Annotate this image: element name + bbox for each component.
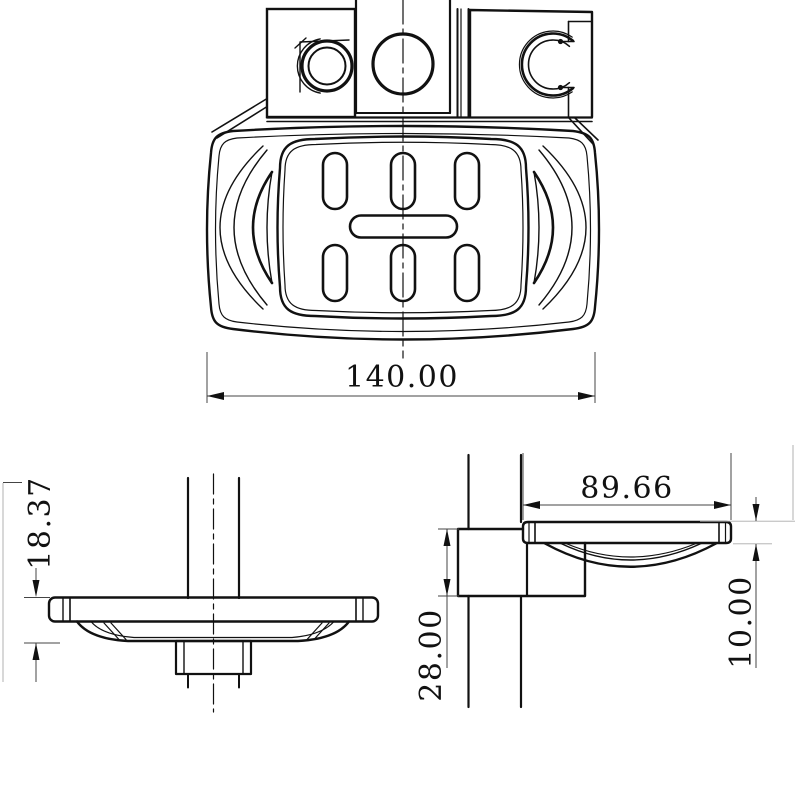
dimension-clamp-height: 28.00 xyxy=(414,528,459,702)
drain-slots xyxy=(321,151,481,303)
front-view: 18.37 xyxy=(2,473,380,713)
dimension-plate-thickness: 10.00 xyxy=(724,497,760,669)
left-ear-arcs xyxy=(219,145,274,310)
dim-label-dish-height: 18.37 xyxy=(23,476,58,569)
dimension-dish-depth: 89.66 xyxy=(522,453,732,520)
bracket-bottom-bar xyxy=(265,116,594,123)
side-clamp-block xyxy=(456,527,587,598)
clip-c-arc xyxy=(520,32,575,97)
side-dish-profile xyxy=(521,520,733,568)
dimension-overall-width: 140.00 xyxy=(206,352,596,403)
knob-outer-circle xyxy=(300,39,354,93)
soap-dish-outline xyxy=(205,124,601,341)
mount-bracket xyxy=(265,0,470,119)
side-view: 89.66 28.00 10.00 xyxy=(414,445,795,709)
construction-lines xyxy=(700,445,795,545)
right-ear-arcs xyxy=(532,145,587,310)
side-rail xyxy=(467,453,523,709)
dim-label-plate-thickness: 10.00 xyxy=(724,575,759,668)
shower-holder-clip xyxy=(468,8,594,119)
dim-label-overall-width: 140.00 xyxy=(345,360,459,395)
top-view: 140.00 xyxy=(205,0,601,403)
dimension-dish-height: 18.37 xyxy=(2,476,60,682)
dim-label-clamp-height: 28.00 xyxy=(414,608,449,701)
knob-inner-circle xyxy=(307,46,347,86)
dim-label-dish-depth: 89.66 xyxy=(580,471,673,506)
front-pipe xyxy=(186,476,241,600)
